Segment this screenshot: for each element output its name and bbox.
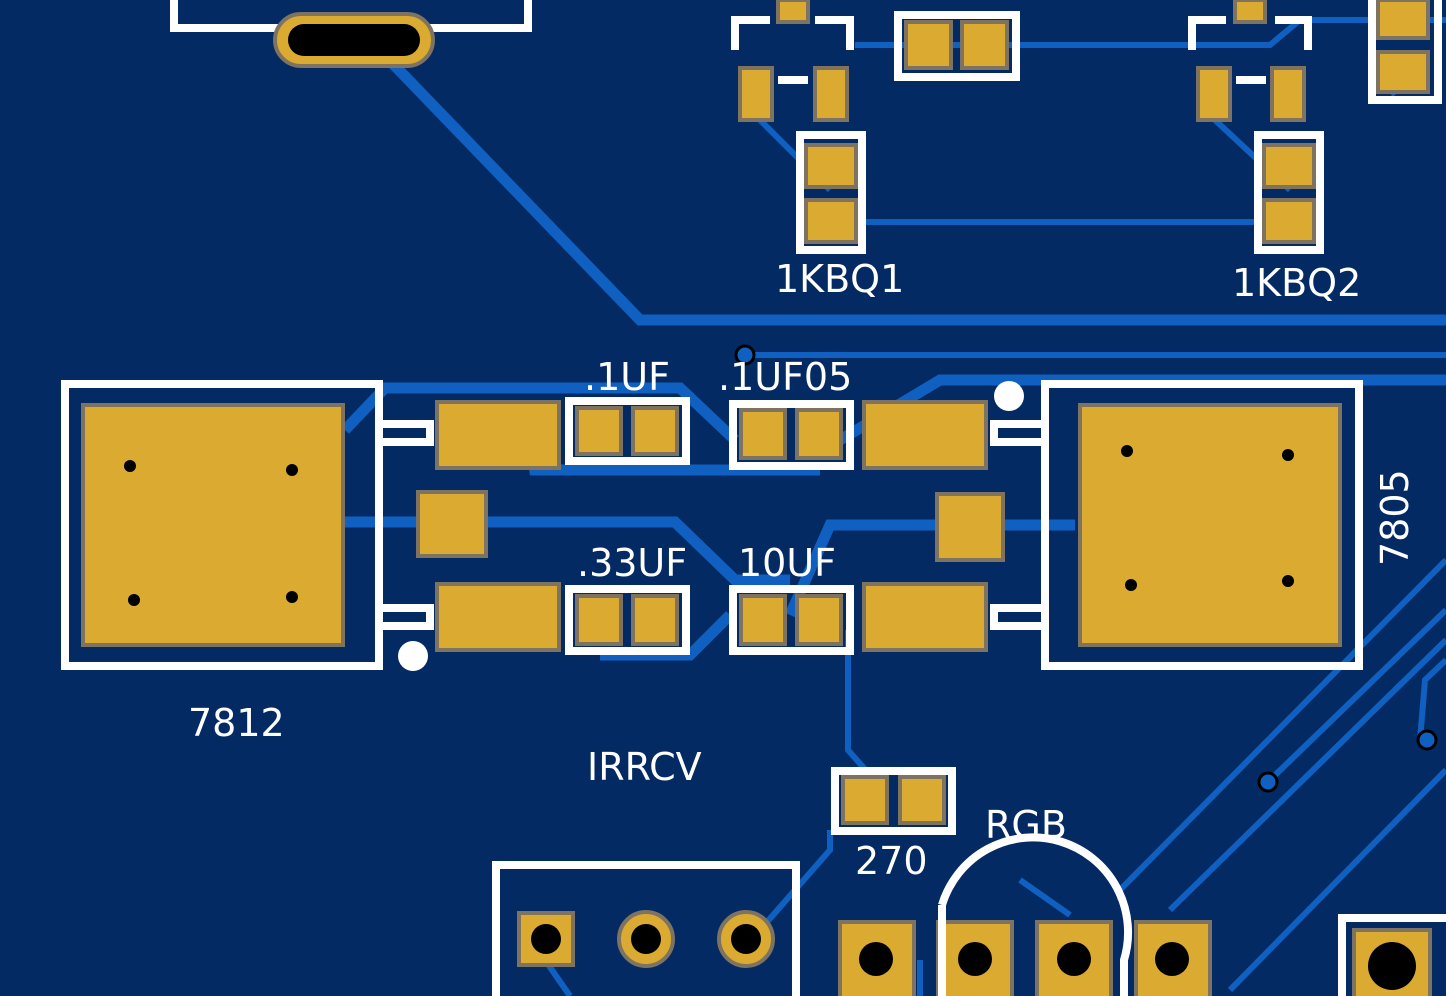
- capacitor-0.1uf[interactable]: .1UF: [565, 355, 690, 465]
- label-.33uf: .33UF: [577, 541, 687, 585]
- vias: [398, 344, 1438, 793]
- label-270: 270: [855, 839, 928, 883]
- label-7812: 7812: [188, 701, 285, 745]
- label-1kbq2: 1KBQ2: [1232, 261, 1361, 305]
- capacitor-0.1uf05[interactable]: .1UF05: [718, 355, 854, 470]
- label-.1uf05: .1UF05: [718, 355, 852, 399]
- label-irrcv: IRRCV: [587, 745, 702, 789]
- resistor-270[interactable]: 270: [831, 767, 956, 883]
- regulator-7805[interactable]: 7805: [862, 380, 1417, 670]
- label-10uf: 10UF: [738, 541, 836, 585]
- capacitor-0.33uf[interactable]: .33UF: [565, 541, 690, 655]
- label-.1uf: .1UF: [584, 355, 670, 399]
- transistor-q1[interactable]: 1KBQ1: [731, 0, 904, 301]
- capacitor-top[interactable]: [894, 11, 1020, 81]
- rgb-led[interactable]: RGB: [838, 803, 1212, 996]
- transistor-q2[interactable]: 1KBQ2: [1188, 0, 1361, 305]
- capacitor-top-right[interactable]: [1368, 0, 1442, 104]
- regulator-7812[interactable]: 7812: [61, 380, 561, 745]
- ir-receiver[interactable]: [492, 861, 800, 996]
- connector-bottom-right[interactable]: [1338, 914, 1446, 996]
- label-1kbq1: 1KBQ1: [775, 257, 904, 301]
- label-7805: 7805: [1373, 469, 1417, 566]
- slot-pad: [170, 0, 532, 68]
- capacitor-10uf[interactable]: 10UF: [729, 541, 854, 655]
